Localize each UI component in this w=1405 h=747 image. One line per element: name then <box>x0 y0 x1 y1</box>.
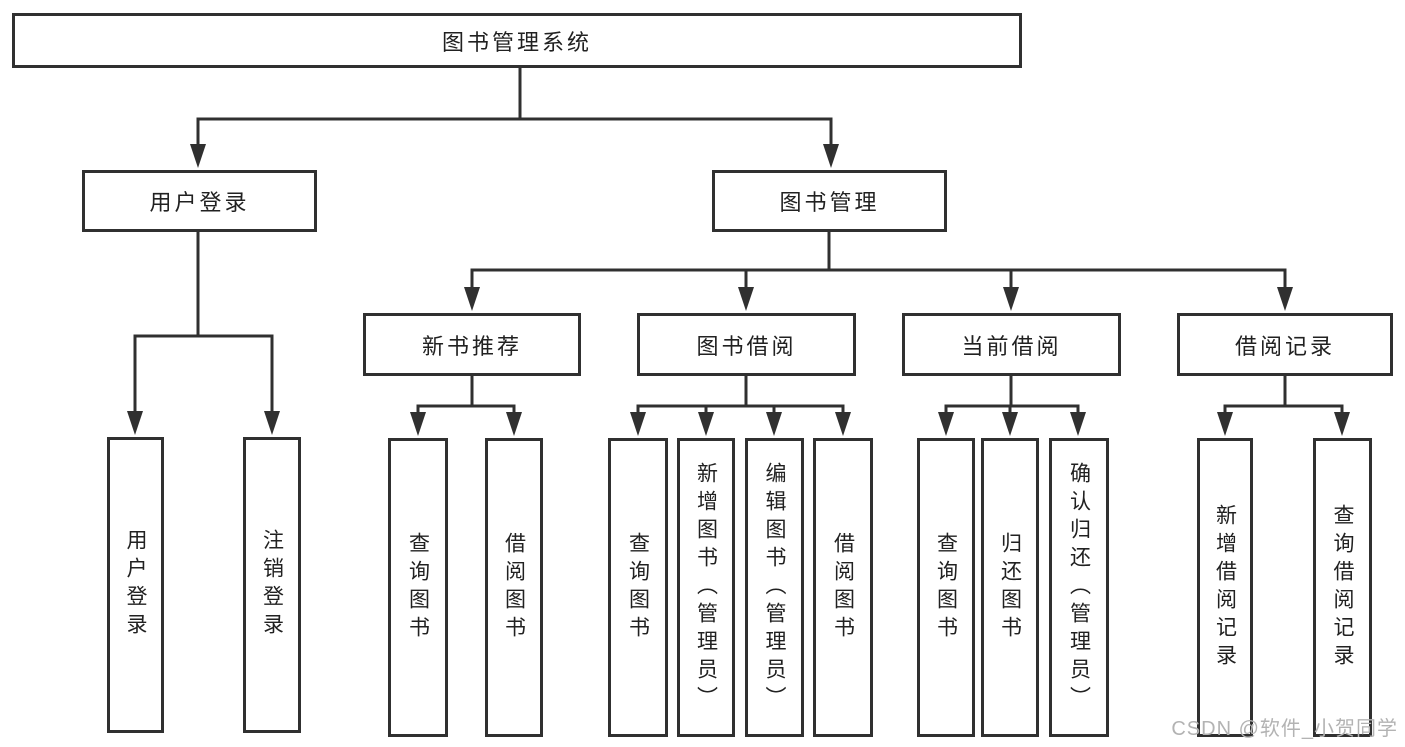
arrow-down-icon <box>1277 287 1293 311</box>
node-label: 用户登录 <box>124 529 148 641</box>
arrow-down-icon <box>506 412 522 436</box>
node-book-borrowing: 图书借阅 <box>637 313 856 376</box>
node-return-books: 归还图书 <box>981 438 1039 737</box>
node-user-login-leaf: 用户登录 <box>107 437 164 733</box>
arrow-down-icon <box>1002 412 1018 436</box>
arrow-down-icon <box>1070 412 1086 436</box>
node-label: 借阅记录 <box>1234 333 1335 359</box>
arrow-down-icon <box>127 411 143 435</box>
arrow-down-icon <box>410 412 426 436</box>
node-query-books-current: 查询图书 <box>917 438 975 737</box>
node-label: 编辑图书（管理员） <box>763 461 787 714</box>
connector-new-book-recommendation-to-leaves <box>410 374 522 436</box>
connector-root-to-level2 <box>190 66 839 168</box>
node-label: 归还图书 <box>998 531 1022 644</box>
connector-book-borrowing-to-leaves <box>630 374 851 436</box>
node-book-management: 图书管理 <box>712 170 947 232</box>
connector-book-management-to-level3 <box>464 230 1293 311</box>
arrow-down-icon <box>464 287 480 311</box>
node-label: 新增借阅记录 <box>1213 503 1237 672</box>
node-label: 注销登录 <box>260 529 284 641</box>
node-query-books-borrowing: 查询图书 <box>608 438 668 737</box>
node-label: 当前借阅 <box>961 333 1062 359</box>
node-user-login: 用户登录 <box>82 170 317 232</box>
arrow-down-icon <box>738 287 754 311</box>
node-label: 借阅图书 <box>831 531 855 644</box>
node-label: 新增图书（管理员） <box>694 461 718 714</box>
node-library-management-system: 图书管理系统 <box>12 13 1022 68</box>
node-label: 查询图书 <box>934 531 958 644</box>
arrow-down-icon <box>698 412 714 436</box>
arrow-down-icon <box>766 412 782 436</box>
node-logout-leaf: 注销登录 <box>243 437 301 733</box>
watermark: CSDN @软件_小贺同学 <box>1171 718 1398 740</box>
node-label: 图书管理 <box>779 190 880 215</box>
node-borrowing-records: 借阅记录 <box>1177 313 1393 376</box>
node-query-books-recommend: 查询图书 <box>388 438 448 737</box>
connector-user-login-to-leaves <box>127 230 280 435</box>
node-borrow-books-borrowing: 借阅图书 <box>813 438 873 737</box>
node-label: 图书管理系统 <box>441 29 592 55</box>
arrow-down-icon <box>1217 412 1233 436</box>
node-label: 新书推荐 <box>421 333 522 359</box>
connector-borrowing-records-to-leaves <box>1217 374 1350 436</box>
node-borrow-books-recommend: 借阅图书 <box>485 438 543 737</box>
node-label: 图书借阅 <box>696 333 797 359</box>
arrow-down-icon <box>264 411 280 435</box>
connector-current-borrowing-to-leaves <box>938 374 1086 436</box>
node-current-borrowing: 当前借阅 <box>902 313 1121 376</box>
node-label: 查询图书 <box>626 531 650 644</box>
arrow-down-icon <box>1334 412 1350 436</box>
node-edit-book-admin: 编辑图书（管理员） <box>745 438 804 737</box>
node-label: 查询借阅记录 <box>1331 503 1355 672</box>
arrow-down-icon <box>190 144 206 168</box>
node-add-borrow-record: 新增借阅记录 <box>1197 438 1253 737</box>
node-label: 查询图书 <box>406 531 430 644</box>
arrow-down-icon <box>823 144 839 168</box>
node-label: 借阅图书 <box>502 531 526 644</box>
node-label: 确认归还（管理员） <box>1067 461 1091 714</box>
arrow-down-icon <box>1003 287 1019 311</box>
node-label: 用户登录 <box>149 190 250 215</box>
arrow-down-icon <box>938 412 954 436</box>
node-add-book-admin: 新增图书（管理员） <box>677 438 735 737</box>
arrow-down-icon <box>630 412 646 436</box>
node-query-borrow-record: 查询借阅记录 <box>1313 438 1372 737</box>
node-new-book-recommendation: 新书推荐 <box>363 313 581 376</box>
arrow-down-icon <box>835 412 851 436</box>
node-confirm-return-admin: 确认归还（管理员） <box>1049 438 1109 737</box>
